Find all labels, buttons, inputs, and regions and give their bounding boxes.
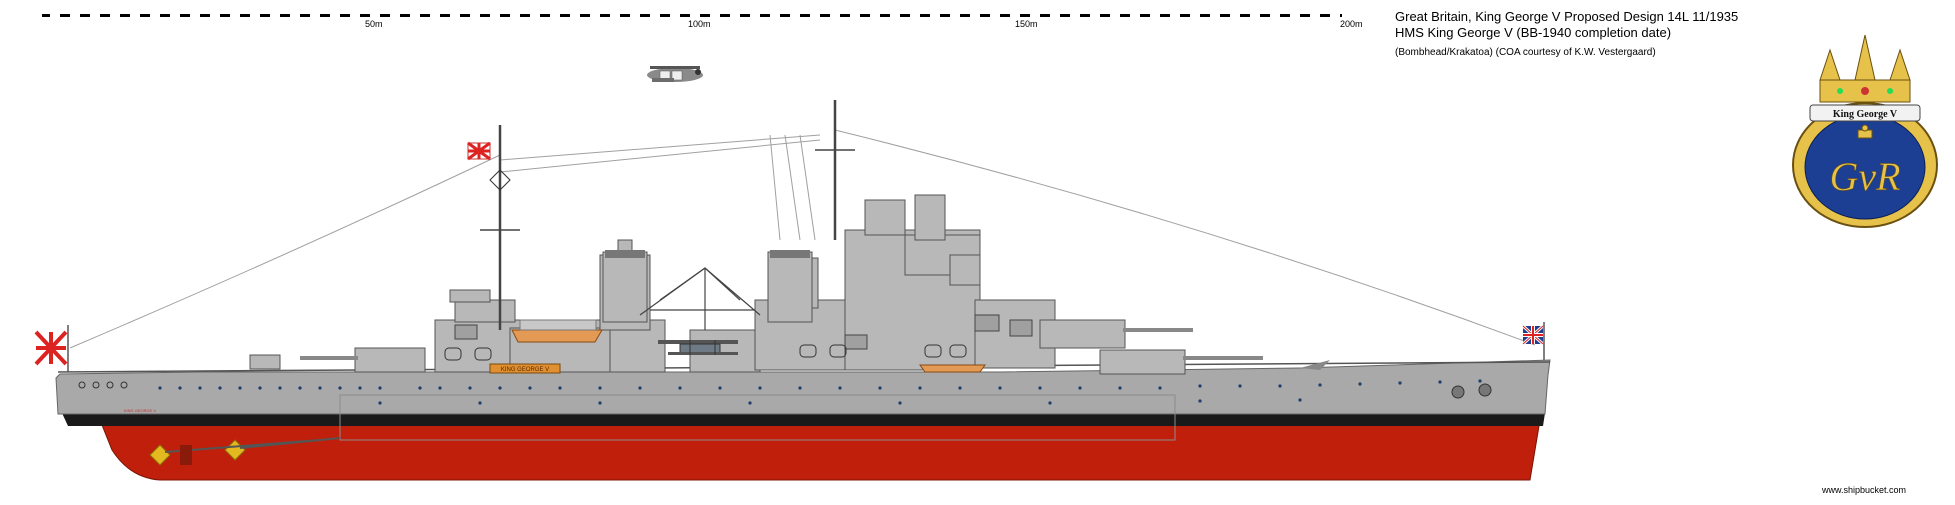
scale-label-200m: 200m [1340, 19, 1363, 29]
scale-bar [42, 14, 1342, 17]
funnel-aft-cap [605, 250, 645, 258]
funnel-aft [602, 251, 648, 323]
title-line-2: HMS King George V (BB-1940 completion da… [1395, 25, 1672, 40]
rigging-wires [69, 129, 1536, 349]
stern-name-text: KING GEORGE V [124, 408, 157, 413]
aircraft-flying [647, 66, 703, 82]
ensign-flag-mast [467, 141, 491, 161]
union-jack-bow [1521, 322, 1545, 378]
propellers [149, 437, 341, 466]
funnel-fore [767, 251, 813, 323]
nameplate-text: KING GEORGE V [501, 367, 549, 373]
scale-label-50m: 50m [365, 19, 383, 29]
crest-motto: King George V [1833, 109, 1898, 120]
turret-b [1039, 319, 1193, 349]
hawse-pipe-1 [1451, 385, 1465, 399]
secondary-guns [454, 314, 1033, 350]
title-line-3: (Bombhead/Krakatoa) (COA courtesy of K.W… [1395, 47, 1656, 58]
ensign-flag-stern [34, 325, 69, 372]
aircraft-catapult [658, 340, 738, 355]
turret-a [1099, 349, 1263, 375]
naval-crown [1819, 34, 1911, 103]
boat-aft [511, 329, 603, 343]
crest-scroll [1809, 104, 1921, 122]
turret-y [249, 354, 281, 370]
boat-mid [919, 364, 986, 373]
boat-aft-cover [519, 319, 597, 331]
scale-label-100m: 100m [688, 19, 711, 29]
credit-text: www.shipbucket.com [1822, 485, 1907, 495]
scale-label-150m: 150m [1015, 19, 1038, 29]
funnel-fore-cap [770, 250, 810, 258]
bow-breakwater [1300, 360, 1330, 370]
aircraft-crane [639, 267, 761, 330]
ship-crest: King George V GvR [1792, 34, 1938, 228]
crest-cipher: GvR [1829, 154, 1900, 199]
title-line-1: Great Britain, King George V Proposed De… [1395, 9, 1739, 24]
hawse-pipe-2 [1478, 383, 1492, 397]
superstructure-windows [444, 344, 967, 361]
stern-windows [78, 381, 128, 389]
turret-x [300, 347, 426, 373]
hull-underwater [99, 419, 1541, 481]
hull-boot-topping [62, 413, 1545, 426]
title-block: Great Britain, King George V Proposed De… [1395, 8, 1738, 65]
nameplate-bg [489, 363, 561, 374]
portholes [158, 379, 1482, 405]
